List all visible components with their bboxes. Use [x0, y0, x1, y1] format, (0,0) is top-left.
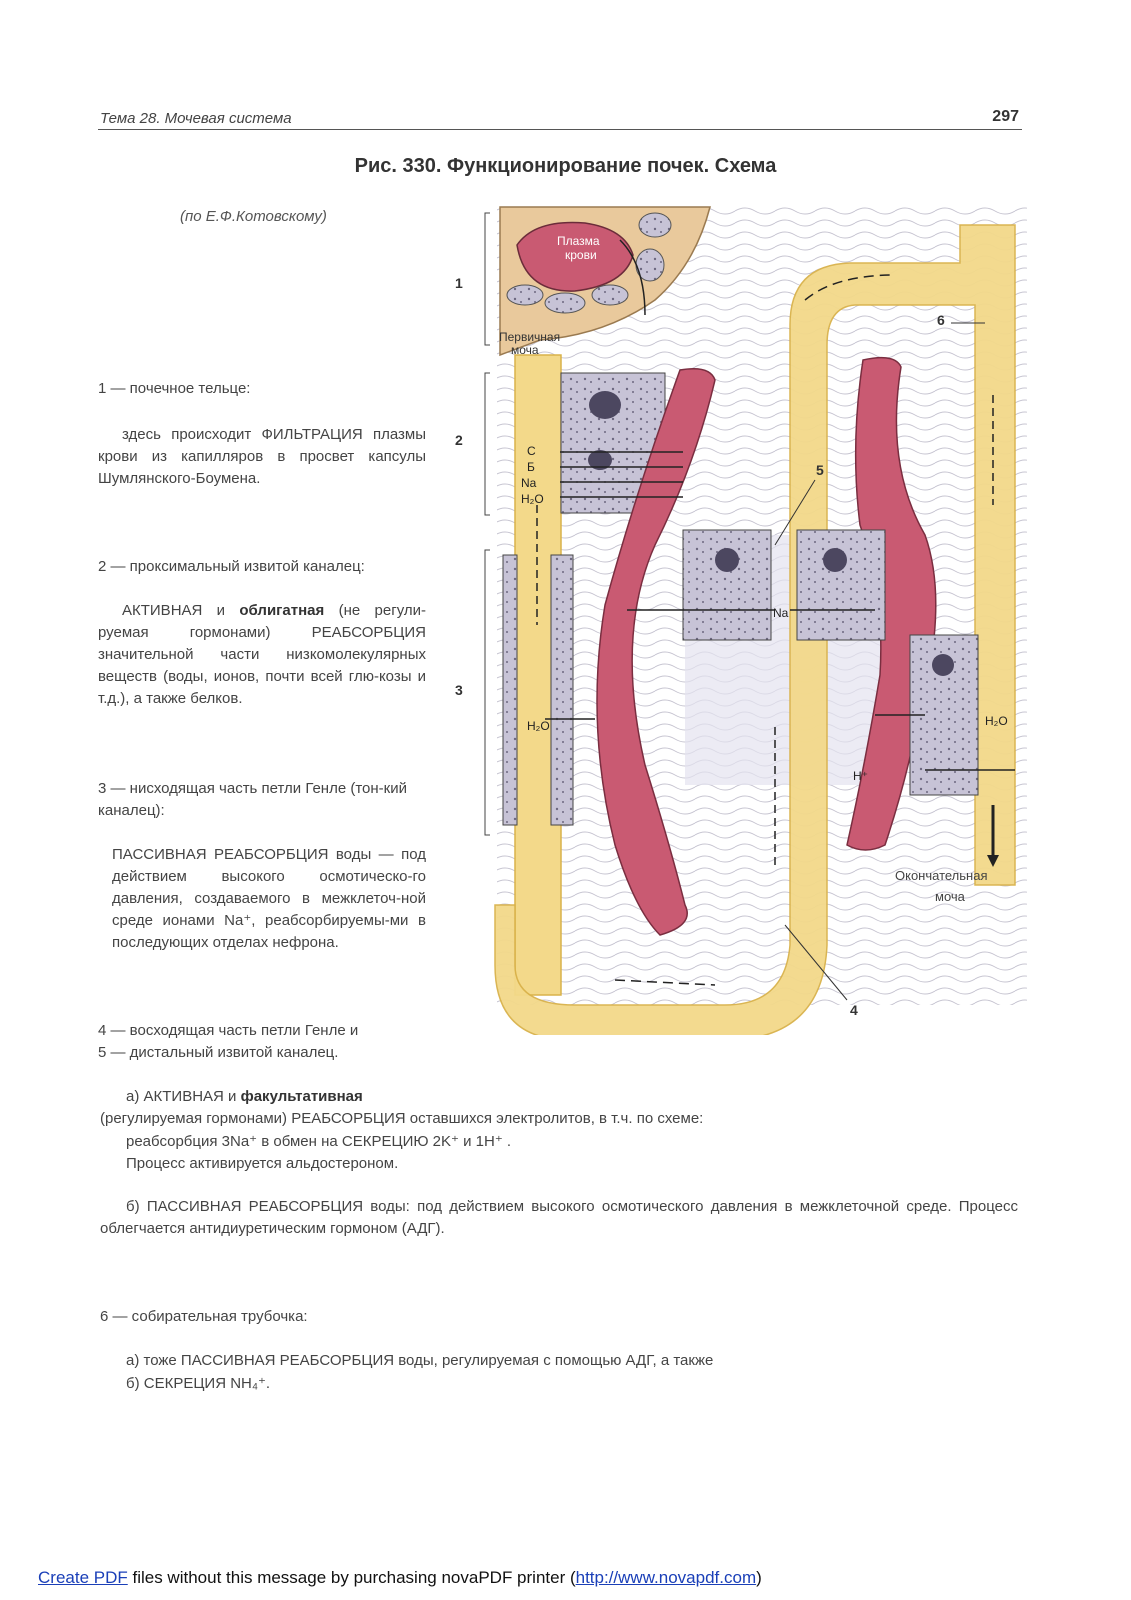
- flow-arrow-top: [804, 274, 896, 301]
- reabsorption-arrows: [545, 451, 1015, 771]
- label-5: 5: [816, 462, 824, 478]
- section-45-a-line2: (регулируемая гормонами) РЕАБСОРБЦИЯ ост…: [100, 1110, 704, 1127]
- leader-5: [774, 479, 816, 546]
- label-final-urine-1: Окончательная: [895, 868, 988, 883]
- label-primary-urine-2: моча: [511, 343, 539, 357]
- filtration-arrow: [619, 239, 646, 316]
- section-4-heading: 4 — восходящая часть петли Генле и: [98, 1022, 359, 1039]
- section-2-text-b: (не регули-руемая гормонами) РЕАБСОРБЦИЯ…: [98, 602, 426, 707]
- section-45-a-line3: реабсорбция 3Na⁺ в обмен на СЕКРЕЦИЮ 2K⁺…: [126, 1133, 512, 1150]
- label-brackets: [484, 212, 490, 836]
- create-pdf-link[interactable]: Create PDF: [38, 1568, 128, 1587]
- section-6-a: а) тоже ПАССИВНАЯ РЕАБСОРБЦИЯ воды, регу…: [126, 1352, 714, 1369]
- section-3-heading: 3 — нисходящая часть петли Генле (тон-ки…: [98, 780, 407, 819]
- label-h2o: H₂O: [521, 492, 544, 506]
- nephron-diagram: Плазма крови Первичная моча: [455, 205, 1027, 1035]
- label-plasma-1: Плазма: [557, 234, 600, 248]
- distal-cells-left: [682, 529, 772, 641]
- final-urine-arrowhead: [987, 855, 999, 867]
- section-45-a-text: а) АКТИВНАЯ и: [126, 1088, 241, 1105]
- label-4: 4: [850, 1002, 858, 1018]
- thin-limb-cells-outer: [502, 554, 518, 826]
- leader-4: [784, 924, 848, 1001]
- footer-text: files without this message by purchasing…: [127, 1568, 576, 1587]
- label-6: 6: [937, 312, 945, 328]
- page-number: 297: [992, 108, 1019, 125]
- distal-nucleus-right: [823, 548, 847, 572]
- section-2-emphasis: облигатная: [239, 602, 325, 619]
- henle-loop-bottom: [494, 224, 1016, 1035]
- section-2-body: АКТИВНАЯ и облигатная (не регули-руемая …: [98, 600, 426, 710]
- label-na-distal: Na: [773, 606, 789, 620]
- pdf-watermark-footer: Create PDF files without this message by…: [38, 1568, 762, 1588]
- label-3: 3: [455, 682, 463, 698]
- section-6-heading: 6 — собирательная трубочка:: [100, 1308, 308, 1325]
- distal-cells-right: [796, 529, 886, 641]
- section-2-text-a: АКТИВНАЯ и: [122, 602, 240, 619]
- section-2-heading: 2 — проксимальный извитой каналец:: [98, 558, 365, 575]
- footer-end: ): [756, 1568, 762, 1587]
- label-plasma-2: крови: [565, 248, 597, 262]
- label-h-plus: H⁺: [853, 769, 868, 783]
- novapdf-link[interactable]: http://www.novapdf.com: [575, 1568, 757, 1587]
- proximal-cell-nucleus-2: [588, 450, 612, 470]
- label-b: Б: [527, 460, 535, 474]
- header-rule: [98, 129, 1022, 130]
- section-45-a-line1: а) АКТИВНАЯ и факультативная: [126, 1086, 363, 1108]
- figure-title: Рис. 330. Функционирование почек. Схема: [354, 155, 777, 177]
- running-header-topic: Тема 28. Мочевая система: [100, 110, 292, 127]
- section-1-body: здесь происходит ФИЛЬТРАЦИЯ плазмы крови…: [98, 426, 426, 487]
- label-h2o-collecting: H₂O: [985, 714, 1008, 728]
- label-na: Na: [521, 476, 537, 490]
- flow-arrow-bottom: [614, 979, 716, 986]
- glomerular-capillary: [516, 221, 634, 292]
- section-45-a-emphasis: факультативная: [240, 1088, 363, 1105]
- label-h2o-thin: H₂O: [527, 719, 550, 733]
- section-45-a-line4: Процесс активируется альдостероном.: [126, 1155, 399, 1172]
- label-1: 1: [455, 275, 463, 291]
- section-1-heading: 1 — почечное тельце:: [98, 380, 251, 397]
- peritubular-capillary-left: [596, 368, 716, 936]
- label-final-urine-2: моча: [935, 889, 966, 904]
- thin-limb-cells: [550, 554, 574, 826]
- podocyte-cells: [506, 212, 672, 314]
- label-2: 2: [455, 432, 463, 448]
- proximal-cell-nucleus: [589, 391, 621, 419]
- label-c: С: [527, 444, 536, 458]
- section-3-body: ПАССИВНАЯ РЕАБСОРБЦИЯ воды — под действи…: [112, 846, 426, 951]
- figure-source: (по Е.Ф.Котовскому): [180, 208, 327, 225]
- section-45-b: б) ПАССИВНАЯ РЕАБСОРБЦИЯ воды: под дейст…: [100, 1198, 1018, 1237]
- section-5-heading: 5 — дистальный извитой каналец.: [98, 1044, 339, 1061]
- distal-nucleus-left: [715, 548, 739, 572]
- collecting-nucleus: [932, 654, 954, 676]
- label-primary-urine-1: Первичная: [499, 330, 560, 344]
- section-6-b: б) СЕКРЕЦИЯ NH₄⁺.: [126, 1375, 271, 1392]
